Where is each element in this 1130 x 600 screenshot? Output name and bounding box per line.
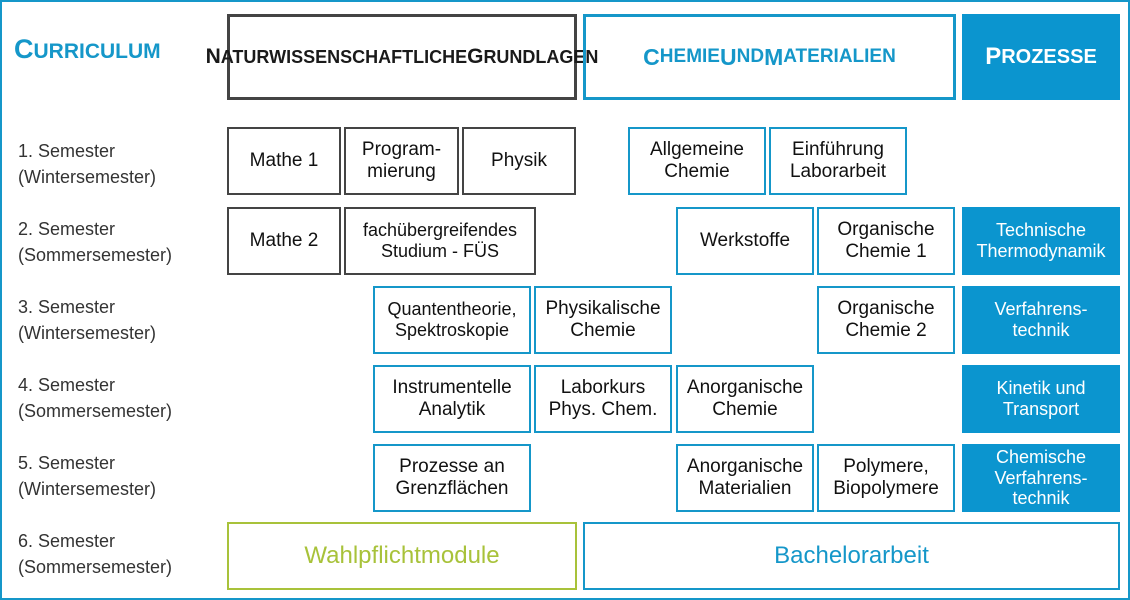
module-physikalische-chemie: Physikalische Chemie (534, 286, 672, 354)
module-fues: fachübergreifendes Studium - FÜS (344, 207, 536, 275)
module-anorganische-chemie: Anorganische Chemie (676, 365, 814, 433)
module-prozesse-grenzflaechen: Prozesse an Grenzflächen (373, 444, 531, 512)
module-wahlpflichtmodule: Wahlpflichtmodule (227, 522, 577, 590)
semester-label-1: 1. Semester (Wintersemester) (18, 141, 157, 188)
module-physik: Physik (462, 127, 576, 195)
module-programmierung: Program- mierung (344, 127, 459, 195)
module-anorganische-materialien: Anorganische Materialien (676, 444, 814, 512)
module-mathe-1: Mathe 1 (227, 127, 341, 195)
module-bachelorarbeit: Bachelorarbeit (583, 522, 1120, 590)
module-allgemeine-chemie: Allgemeine Chemie (628, 127, 766, 195)
module-mathe-2: Mathe 2 (227, 207, 341, 275)
semester-label-3: 3. Semester (Wintersemester) (18, 297, 157, 344)
module-chemische-verfahrenstechnik: Chemische Verfahrens- technik (962, 444, 1120, 512)
module-laborkurs-phys-chem: Laborkurs Phys. Chem. (534, 365, 672, 433)
module-werkstoffe: Werkstoffe (676, 207, 814, 275)
module-technische-thermodynamik: Technische Thermodynamik (962, 207, 1120, 275)
curriculum-title: CURRICULUM (14, 34, 161, 64)
semester-label-2: 2. Semester (Sommersemester) (18, 219, 173, 266)
module-organische-chemie-2: Organische Chemie 2 (817, 286, 955, 354)
semester-label-4: 4. Semester (Sommersemester) (18, 375, 173, 422)
module-kinetik-transport: Kinetik und Transport (962, 365, 1120, 433)
module-instrumentelle-analytik: Instrumentelle Analytik (373, 365, 531, 433)
semester-label-5: 5. Semester (Wintersemester) (18, 453, 157, 500)
module-einfuehrung-laborarbeit: Einführung Laborarbeit (769, 127, 907, 195)
module-quantentheorie-spektroskopie: Quantentheorie, Spektroskopie (373, 286, 531, 354)
module-verfahrenstechnik: Verfahrens- technik (962, 286, 1120, 354)
module-polymere-biopolymere: Polymere, Biopolymere (817, 444, 955, 512)
module-organische-chemie-1: Organische Chemie 1 (817, 207, 955, 275)
semester-label-6: 6. Semester (Sommersemester) (18, 531, 173, 578)
